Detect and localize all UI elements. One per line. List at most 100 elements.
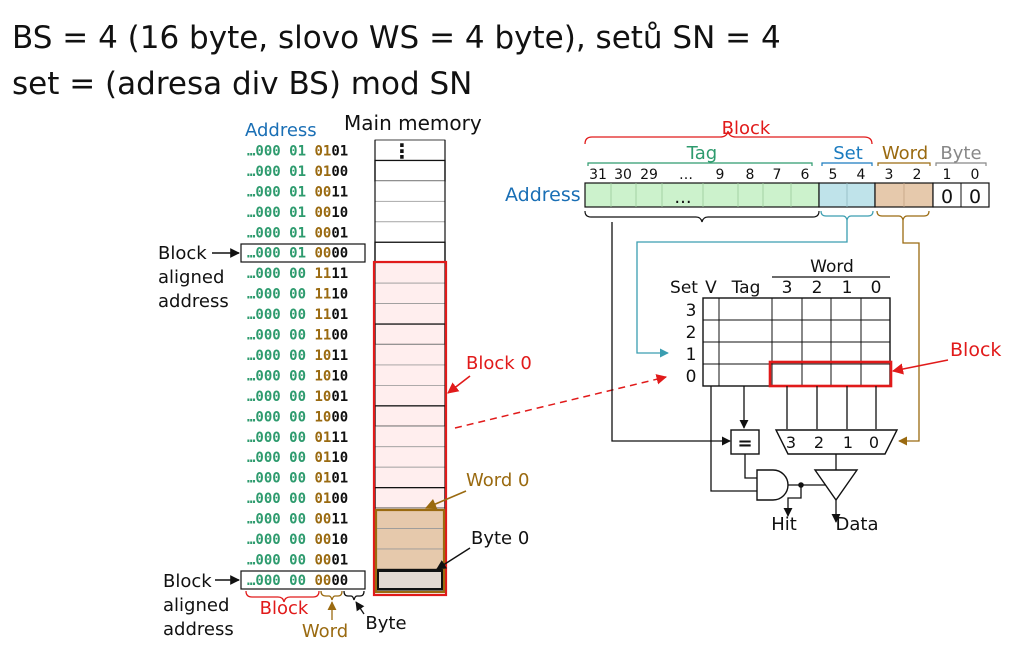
- cache-v-col: V: [705, 278, 717, 298]
- memory-address: …000 00 1101: [247, 307, 348, 323]
- memory-address: …000 00 0000: [247, 573, 348, 589]
- byte-value-1: 0: [941, 186, 953, 208]
- block0-label: Block 0: [466, 353, 532, 374]
- block-brace: [584, 130, 873, 145]
- word-wire: [898, 220, 920, 446]
- mux-input: 2: [814, 433, 824, 452]
- bit-number: 3: [885, 167, 894, 183]
- memory-cell: [374, 384, 446, 407]
- bit-number: 30: [614, 167, 632, 183]
- memory-address-label: Address: [245, 120, 317, 141]
- data-label: Data: [836, 514, 879, 535]
- cache-tag-col: Tag: [731, 278, 761, 298]
- memory-address: …000 00 1100: [247, 328, 348, 344]
- set-wire: [636, 220, 848, 358]
- memory-cell: [374, 446, 446, 468]
- memory-address: …000 01 0100: [247, 164, 348, 180]
- memory-rows: …000 01 0101…000 01 0100…000 01 0011…000…: [247, 139, 446, 591]
- block0-arrow: [447, 375, 471, 394]
- bit-number: 0: [971, 167, 980, 183]
- memory-cell: [374, 282, 446, 304]
- memory-cell: [374, 200, 446, 223]
- memory-cell: [374, 221, 446, 243]
- bit-number: 6: [801, 167, 810, 183]
- hit-label: Hit: [771, 514, 797, 535]
- title-line-2: set = (adresa div BS) mod SN: [12, 66, 473, 102]
- word-bracket: [877, 162, 931, 166]
- cache-block-label: Block: [950, 339, 1001, 361]
- tag-field: [584, 182, 820, 208]
- memory-cell: [374, 159, 446, 182]
- set-bracket: [821, 162, 873, 166]
- memory-cell: [374, 425, 446, 448]
- mux-input: 0: [869, 433, 879, 452]
- multiplexer: [774, 429, 899, 455]
- field-tag-label: Tag: [686, 143, 717, 164]
- main-memory-label: Main memory: [344, 111, 482, 135]
- brace-word-label: Word: [302, 621, 348, 642]
- memory-address: …000 00 1011: [247, 348, 348, 364]
- memory-cell: [374, 548, 446, 570]
- memory-cell: [374, 180, 446, 202]
- memory-cell: [374, 364, 446, 386]
- cache-word-col: 3: [782, 278, 793, 298]
- field-word-label: Word: [882, 143, 928, 164]
- cache-set-row: 1: [686, 345, 697, 365]
- bit-number: 31: [589, 167, 607, 183]
- cache-set-row: 2: [686, 323, 697, 343]
- memory-cell: [374, 568, 446, 591]
- cache-block-arrow: [891, 359, 949, 375]
- memory-address: …000 01 0000: [247, 246, 348, 262]
- svg-text:address: address: [158, 291, 229, 312]
- comparator-symbol: =: [737, 433, 752, 454]
- memory-address: …000 01 0101: [247, 143, 348, 159]
- brace-byte-label: Byte: [365, 613, 406, 634]
- memory-cell: [374, 507, 446, 529]
- word-underbrace: [876, 210, 930, 221]
- memory-address: …000 00 0100: [247, 491, 348, 507]
- memory-cell: [374, 528, 446, 550]
- block-aligned-box-2: [240, 570, 366, 590]
- memory-cell: [374, 405, 446, 427]
- memory-address: …000 00 1000: [247, 409, 348, 425]
- mux-input: 1: [843, 433, 853, 452]
- byte0-label: Byte 0: [471, 528, 529, 549]
- bit-number: 2: [913, 167, 922, 183]
- byte0-arrow: [436, 547, 471, 570]
- cache-word-col: 1: [842, 278, 853, 298]
- cache-set-col: Set: [670, 278, 698, 298]
- cache-word-col: 0: [871, 278, 882, 298]
- memory-cell: [374, 303, 446, 325]
- memory-address: …000 00 1110: [247, 287, 348, 303]
- memory-address: …000 00 0101: [247, 471, 348, 487]
- memory-ellipsis: ⋮: [392, 139, 412, 163]
- cache-set-row: 0: [686, 367, 697, 387]
- memory-address: …000 00 1001: [247, 389, 348, 405]
- bit-number: 4: [857, 167, 866, 183]
- tag-bracket: [587, 162, 813, 166]
- block-to-cache-arrow: [454, 374, 668, 429]
- tag-value: ...: [674, 187, 691, 208]
- memory-address: …000 00 0001: [247, 552, 348, 568]
- bit-number: 29: [640, 167, 658, 183]
- cache-grid: [703, 298, 890, 386]
- bit-number: 7: [773, 167, 782, 183]
- tag-underbrace: [584, 210, 820, 223]
- memory-cell: [374, 466, 446, 489]
- memory-cell: [374, 323, 446, 346]
- memory-address: …000 00 0010: [247, 532, 348, 548]
- bit-number: …: [679, 167, 693, 183]
- cache-word-col: 2: [812, 278, 823, 298]
- block-aligned-label-1: Block aligned address: [158, 243, 229, 312]
- memory-cell: [374, 241, 446, 264]
- byte-bracket: [935, 162, 987, 166]
- bit-number: 8: [746, 167, 755, 183]
- memory-address: …000 01 0010: [247, 205, 348, 221]
- data-wires: [786, 386, 877, 429]
- memory-address: …000 00 0110: [247, 450, 348, 466]
- word0-label: Word 0: [466, 470, 529, 491]
